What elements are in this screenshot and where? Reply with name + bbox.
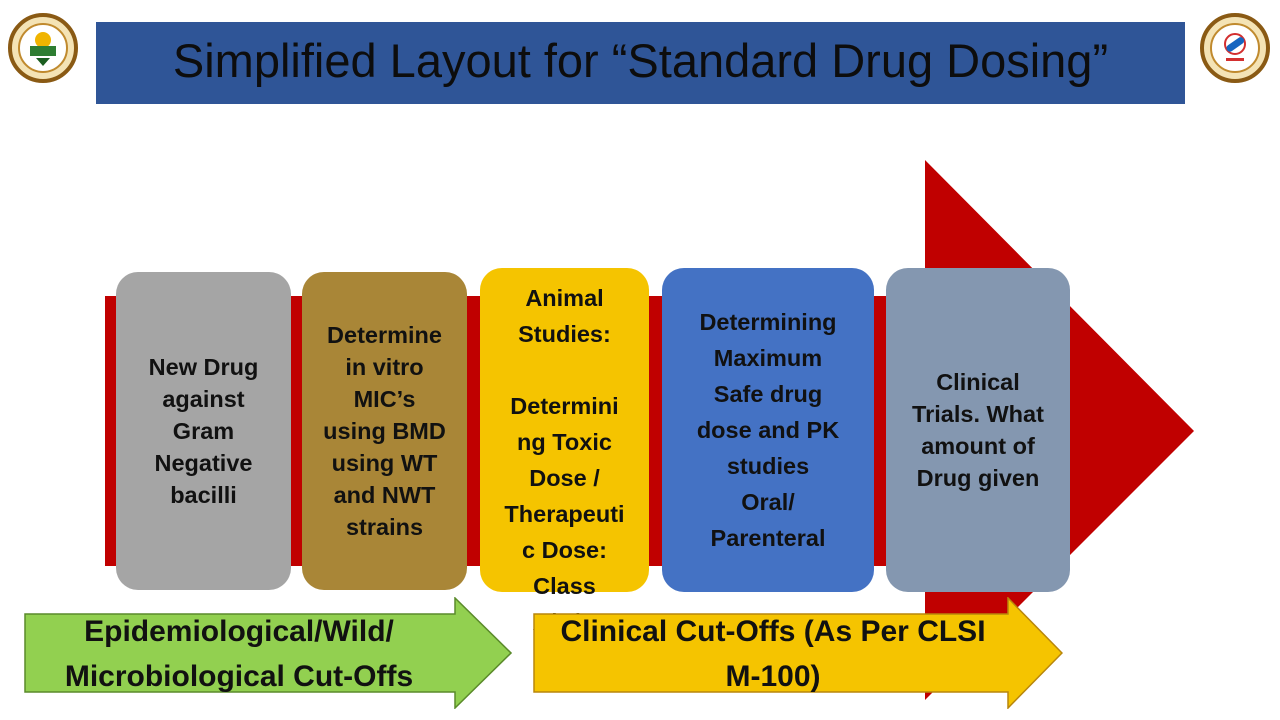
- step-label: Clinical Trials. What amount of Drug giv…: [912, 369, 1044, 491]
- step-label: New Drug against Gram Negative bacilli: [148, 354, 259, 508]
- step-label: Animal Studies: Determini ng Toxic Dose …: [504, 285, 625, 635]
- stewardship-program-seal-icon: [1200, 13, 1270, 83]
- institute-seal-icon: [8, 13, 78, 83]
- slide-title: Simplified Layout for “Standard Drug Dos…: [172, 34, 1109, 87]
- step-label: Determining Maximum Safe drug dose and P…: [696, 309, 840, 551]
- step-mic-determination: Determine in vitro MIC’s using BMD using…: [302, 272, 467, 590]
- step-new-drug: New Drug against Gram Negative bacilli: [116, 272, 291, 590]
- step-animal-studies: Animal Studies: Determini ng Toxic Dose …: [480, 268, 649, 635]
- epidemiological-cutoff-label: Epidemiological/Wild/ Microbiological Cu…: [64, 615, 414, 693]
- clinical-cutoff-arrow: [533, 597, 1063, 709]
- step-label: Determine in vitro MIC’s using BMD using…: [323, 322, 446, 540]
- title-banner: Simplified Layout for “Standard Drug Dos…: [96, 22, 1185, 104]
- step-clinical-trials: Clinical Trials. What amount of Drug giv…: [886, 268, 1070, 592]
- epidemiological-cutoff-arrow: [24, 597, 512, 709]
- clinical-cutoff-label: Clinical Cut-Offs (As Per CLSI M-100): [560, 615, 986, 693]
- step-max-safe-dose: Determining Maximum Safe drug dose and P…: [662, 268, 874, 592]
